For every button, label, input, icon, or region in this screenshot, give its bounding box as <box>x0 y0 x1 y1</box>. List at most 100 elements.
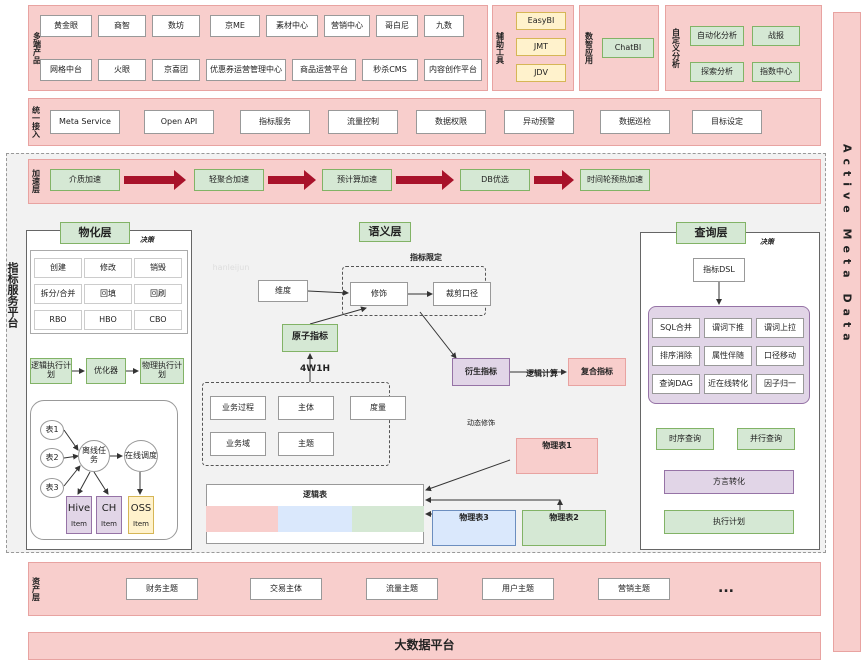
connector-arrow <box>63 429 79 451</box>
query-op: 口径移动 <box>756 346 804 366</box>
access-button[interactable]: Meta Service <box>50 110 120 134</box>
product-button[interactable]: 数坊 <box>152 15 200 37</box>
flow-box: 物理执行计划 <box>140 358 184 384</box>
flow-box: 逻辑执行计划 <box>30 358 72 384</box>
physical-table-3: 物理表3 <box>432 510 516 546</box>
offline-task-node: 离线任务 <box>78 440 110 472</box>
access-button[interactable]: Open API <box>144 110 214 134</box>
semantic-title: 语义层 <box>359 222 411 242</box>
online-query-node: 在线调度 <box>124 440 158 472</box>
atomic-metric-box: 原子指标 <box>282 324 338 352</box>
assets-more: ... <box>718 580 734 596</box>
derived-metric-box: 衍生指标 <box>452 358 510 386</box>
query-op: 查询DAG <box>652 374 700 394</box>
explore-analysis-button[interactable]: 探索分析 <box>690 62 744 82</box>
w4h-label: 4W1H <box>300 364 330 375</box>
store-item: Item <box>71 520 87 529</box>
asset-button[interactable]: 交易主体 <box>250 578 322 600</box>
asset-button[interactable]: 流量主题 <box>366 578 438 600</box>
accel-box: DB优选 <box>460 169 530 191</box>
stat-caliber-box: 裁剪口径 <box>433 282 491 306</box>
table-node: 表1 <box>40 420 64 440</box>
asset-button[interactable]: 营销主题 <box>598 578 670 600</box>
product-button[interactable]: 火眼 <box>98 59 146 81</box>
query-decision: 决策 <box>760 238 774 246</box>
custom-analysis-label: 自定义分析 <box>671 28 681 68</box>
materialize-ops-panel <box>30 250 188 334</box>
materialize-title: 物化层 <box>60 222 130 244</box>
materialize-op: CBO <box>134 310 182 330</box>
jdv-button[interactable]: JDV <box>516 64 566 82</box>
materialize-op: 创建 <box>34 258 82 278</box>
accel-flow-arrow <box>396 170 454 190</box>
product-button[interactable]: 九数 <box>424 15 464 37</box>
w4h-item: 度量 <box>350 396 406 420</box>
materialize-op: 修改 <box>84 258 132 278</box>
product-button[interactable]: 网格中台 <box>40 59 92 81</box>
asset-button[interactable]: 用户主题 <box>482 578 554 600</box>
accel-flow-arrow <box>534 170 574 190</box>
flow-box: 优化器 <box>86 358 126 384</box>
product-button[interactable]: 素材中心 <box>266 15 318 37</box>
connector-arrow <box>309 306 367 325</box>
materialize-op: 回填 <box>84 284 132 304</box>
jmt-button[interactable]: JMT <box>516 38 566 56</box>
product-button[interactable]: 商智 <box>98 15 146 37</box>
battle-report-button[interactable]: 战报 <box>752 26 800 46</box>
table-node: 表2 <box>40 448 64 468</box>
query-op: 近在线转化 <box>704 374 752 394</box>
materialize-decision: 决策 <box>140 236 154 244</box>
logic-table-seg <box>278 506 352 532</box>
access-button[interactable]: 流量控制 <box>328 110 398 134</box>
asset-button[interactable]: 财务主题 <box>126 578 198 600</box>
product-button[interactable]: 黄金眼 <box>40 15 92 37</box>
store-item: Item <box>101 520 117 529</box>
index-center-button[interactable]: 指数中心 <box>752 62 800 82</box>
connector-arrow <box>63 465 81 487</box>
product-button[interactable]: 商品运营平台 <box>292 59 356 81</box>
store-item: Item <box>133 520 149 529</box>
query-op: 谓词上拉 <box>756 318 804 338</box>
product-button[interactable]: 内容创作平台 <box>424 59 482 81</box>
product-button[interactable]: 营销中心 <box>324 15 370 37</box>
access-button[interactable]: 数据权限 <box>416 110 486 134</box>
w4h-item: 业务域 <box>210 432 266 456</box>
bigdata-platform: 大数据平台 <box>28 632 821 660</box>
connector-arrow <box>77 471 91 495</box>
materialize-op: 销毁 <box>134 258 182 278</box>
product-button[interactable]: 京喜团 <box>152 59 200 81</box>
logic-table-seg <box>352 506 424 532</box>
materialize-op: 拆分/合并 <box>34 284 82 304</box>
accel-box: 轻聚合加速 <box>194 169 264 191</box>
assets-label: 资产层 <box>31 577 41 601</box>
access-button[interactable]: 指标服务 <box>240 110 310 134</box>
materialize-op: 回刷 <box>134 284 182 304</box>
metric-limit-label: 指标限定 <box>410 252 442 262</box>
w4h-item: 业务过程 <box>210 396 266 420</box>
connector-arrow <box>93 471 109 495</box>
product-button[interactable]: 哥白尼 <box>376 15 418 37</box>
connector-arrow <box>307 289 349 296</box>
materialize-op: HBO <box>84 310 132 330</box>
access-button[interactable]: 目标设定 <box>692 110 762 134</box>
dimension-box: 维度 <box>258 280 308 302</box>
access-button[interactable]: 数据巡检 <box>600 110 670 134</box>
store-box: CH <box>96 496 122 534</box>
access-button[interactable]: 异动预警 <box>504 110 574 134</box>
product-button[interactable]: 秒杀CMS <box>362 59 418 81</box>
product-button[interactable]: 京ME <box>210 15 260 37</box>
chatbi-button[interactable]: ChatBI <box>602 38 654 58</box>
metric-dsl-box: 指标DSL <box>693 258 745 282</box>
query-op: 排序消除 <box>652 346 700 366</box>
query-title: 查询层 <box>676 222 746 244</box>
parallel-query-box: 并行查询 <box>737 428 795 450</box>
accel-box: 介质加速 <box>50 169 120 191</box>
logic-calc-label: 逻辑计算 <box>526 368 558 378</box>
product-button[interactable]: 优惠券运营管理中心 <box>206 59 286 81</box>
connector-arrow <box>63 453 79 460</box>
auto-analysis-button[interactable]: 自动化分析 <box>690 26 744 46</box>
easybi-button[interactable]: EasyBI <box>516 12 566 30</box>
table-node: 表3 <box>40 478 64 498</box>
query-op: SQL合并 <box>652 318 700 338</box>
